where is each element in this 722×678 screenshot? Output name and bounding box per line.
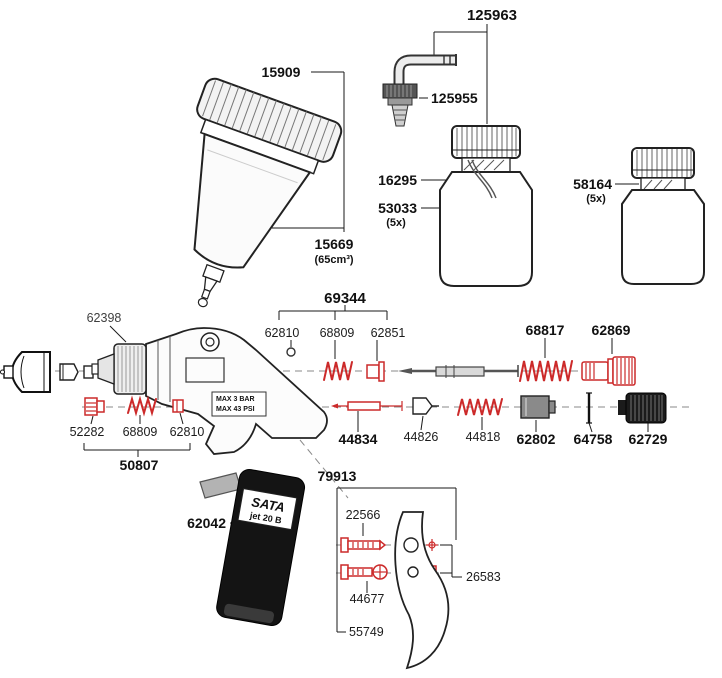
paint-cup-assembly xyxy=(193,77,343,308)
screw-22566 xyxy=(340,537,387,553)
front-fittings xyxy=(59,363,94,381)
gun-side-port xyxy=(185,357,225,383)
label-64758: 64758 xyxy=(574,431,613,447)
swivel-collar xyxy=(382,83,418,99)
label-62810-upper: 62810 xyxy=(265,326,300,340)
bottle-right xyxy=(621,147,705,285)
pressure-plate-line2: MAX 43 PSI xyxy=(216,406,255,413)
label-15669: 15669 xyxy=(315,236,354,252)
label-52282: 52282 xyxy=(70,425,105,439)
label-50807: 50807 xyxy=(120,457,159,473)
label-44826: 44826 xyxy=(404,430,439,444)
spring-44818 xyxy=(457,398,503,416)
trigger-55749 xyxy=(394,511,450,670)
bottle2-body xyxy=(621,189,705,285)
air-cap xyxy=(0,351,51,393)
air-ring-62810 xyxy=(286,347,296,357)
spring-68817 xyxy=(519,360,573,382)
label-62729: 62729 xyxy=(629,431,668,447)
label-68809-lower: 68809 xyxy=(123,425,158,439)
label-68817: 68817 xyxy=(526,322,565,338)
pressure-plate xyxy=(211,391,267,417)
fluid-needle-44834 xyxy=(331,401,403,411)
spray-gun-body: MAX 3 BAR MAX 43 PSI xyxy=(145,327,328,455)
bottle-center xyxy=(439,125,533,287)
label-55749: 55749 xyxy=(349,625,384,639)
label-62810-lower: 62810 xyxy=(170,425,205,439)
nozzle-seat-44826 xyxy=(412,397,439,415)
label-62851: 62851 xyxy=(371,326,406,340)
label-62869: 62869 xyxy=(592,322,631,338)
adjusting-screw-62869 xyxy=(581,356,636,386)
label-15669-volume: (65cm³) xyxy=(314,254,353,266)
bottle-body xyxy=(439,171,533,287)
pressure-plate-line1: MAX 3 BAR xyxy=(216,396,255,403)
label-58164: 58164 xyxy=(573,176,612,192)
brand-plate xyxy=(237,488,298,531)
label-68809-upper: 68809 xyxy=(320,326,355,340)
part-labels: 125963 15909 125955 16295 53033 (5x) 581… xyxy=(70,7,668,639)
screw-44677 xyxy=(340,564,388,580)
label-53033-qty: (5x) xyxy=(386,217,406,229)
bushing-62802 xyxy=(520,395,556,419)
label-79913: 79913 xyxy=(318,468,357,484)
label-44818: 44818 xyxy=(466,430,501,444)
nozzle-ring xyxy=(91,343,147,395)
label-62398: 62398 xyxy=(87,311,122,325)
shim-64758 xyxy=(586,392,592,424)
label-69344: 69344 xyxy=(324,290,366,307)
elbow-fitting xyxy=(382,54,457,127)
siphon-tube xyxy=(467,159,493,199)
spring-68809-lower xyxy=(127,395,157,417)
spring-68809-upper xyxy=(323,361,353,381)
seal-62810-lower xyxy=(172,399,184,413)
cup-drip-fitting xyxy=(197,297,208,308)
knurled-knob-62729 xyxy=(618,392,667,424)
label-16295: 16295 xyxy=(378,172,417,188)
label-44834: 44834 xyxy=(339,431,378,447)
label-22566: 22566 xyxy=(346,508,381,522)
paint-needle xyxy=(398,365,519,378)
label-26583: 26583 xyxy=(466,570,501,584)
label-44677: 44677 xyxy=(350,592,385,606)
gun-top-boss xyxy=(200,332,220,352)
cup-body xyxy=(193,132,312,269)
gland-52282 xyxy=(84,397,105,416)
label-15909: 15909 xyxy=(262,64,301,80)
callout-lines xyxy=(83,24,649,633)
label-53033: 53033 xyxy=(378,200,417,216)
bottle2-neck xyxy=(640,177,686,191)
handle-connector xyxy=(199,472,242,499)
label-62042: 62042 xyxy=(187,515,226,531)
bottle2-cap xyxy=(631,147,695,179)
label-58164-qty: (5x) xyxy=(586,193,606,205)
label-125955: 125955 xyxy=(431,90,478,106)
label-125963: 125963 xyxy=(467,7,517,24)
label-62802: 62802 xyxy=(517,431,556,447)
handle-62042: SATA jet 20 B xyxy=(216,468,306,626)
seal-62851 xyxy=(366,361,385,382)
brand-logo-text: SATA xyxy=(250,494,286,515)
